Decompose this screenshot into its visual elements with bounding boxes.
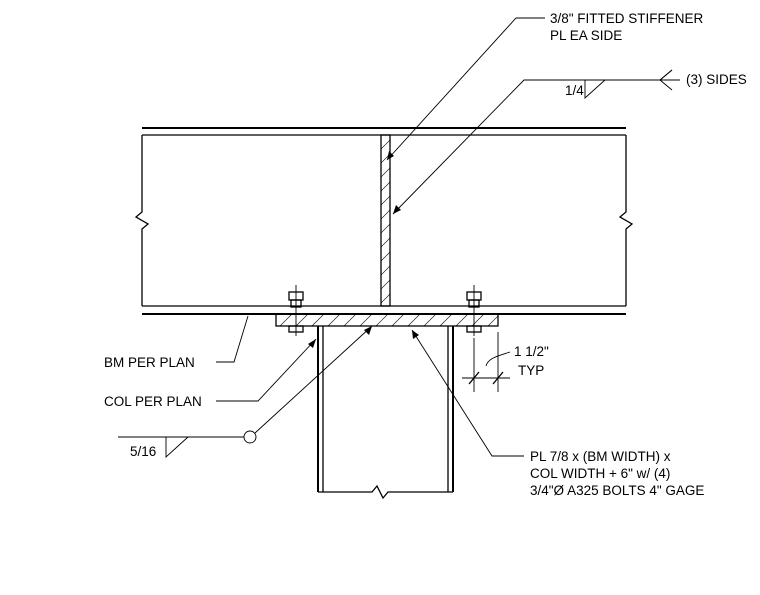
column-break	[318, 484, 453, 500]
hatch-line	[381, 223, 390, 234]
plate-arrowhead	[412, 330, 419, 339]
hatch-line	[381, 237, 390, 248]
weld-sides-note: (3) SIDES	[686, 72, 747, 87]
hatch-line	[276, 314, 277, 315]
hatch-line	[407, 314, 421, 326]
hatch-line	[381, 195, 390, 206]
hatch-line	[375, 314, 389, 326]
column	[317, 326, 454, 500]
stiffener	[380, 134, 391, 317]
hatch-line	[311, 314, 325, 326]
beam-note: BM PER PLAN	[104, 355, 195, 370]
hatch-line	[381, 279, 390, 290]
edge-dim-typ: TYP	[518, 363, 544, 378]
hatch-line	[455, 314, 469, 326]
hatch-line	[381, 308, 390, 317]
column-note: COL PER PLAN	[104, 394, 202, 409]
weld-size-bottom: 5/16	[130, 444, 156, 459]
leaders	[118, 17, 680, 459]
hatch-line	[439, 314, 453, 326]
plate-note-line2: COL WIDTH + 6" w/ (4)	[530, 466, 670, 481]
fillet-weld-symbol-bottom	[165, 436, 189, 459]
hatch-line	[359, 314, 373, 326]
fillet-weld-symbol-top	[584, 79, 606, 100]
bolt-left	[288, 285, 304, 336]
hatch-line	[487, 315, 498, 326]
hatch-line	[381, 167, 390, 178]
hatch-line	[381, 209, 390, 220]
edge-dimension	[462, 332, 511, 392]
hatch-line	[381, 139, 390, 150]
weld-bottom-arrowhead	[364, 326, 372, 335]
hatch-line	[504, 314, 516, 326]
plate-note-line3: 3/4"Ø A325 BOLTS 4" GAGE	[530, 483, 704, 498]
stiffener-note-line1: 3/8" FITTED STIFFENER	[550, 11, 704, 26]
weld-all-around-icon	[243, 430, 257, 444]
dimension-leader	[485, 351, 511, 367]
hatch-line	[381, 293, 390, 304]
hatch-line	[295, 314, 309, 326]
beam-break-right	[618, 135, 634, 306]
hatch-line	[343, 314, 357, 326]
hatch-line	[381, 251, 390, 262]
weld-arrowhead	[393, 205, 401, 214]
plate-note-line1: PL 7/8 x (BM WIDTH) x	[530, 449, 671, 464]
stiffener-arrowhead	[387, 151, 394, 160]
edge-dim-value: 1 1/2"	[514, 344, 549, 359]
hatch-line	[423, 314, 437, 326]
column-arrowhead	[308, 339, 316, 348]
hatch-line	[327, 314, 341, 326]
weld-size-top: 1/4	[565, 83, 584, 98]
hatch-line	[381, 181, 390, 192]
bolt-right	[466, 285, 482, 336]
stiffener-note-line2: PL EA SIDE	[550, 28, 622, 43]
cap-plate	[275, 313, 516, 327]
hatch-line	[279, 314, 293, 326]
hatch-line	[391, 314, 405, 326]
hatch-line	[381, 265, 390, 276]
beam-break-left	[134, 135, 150, 306]
